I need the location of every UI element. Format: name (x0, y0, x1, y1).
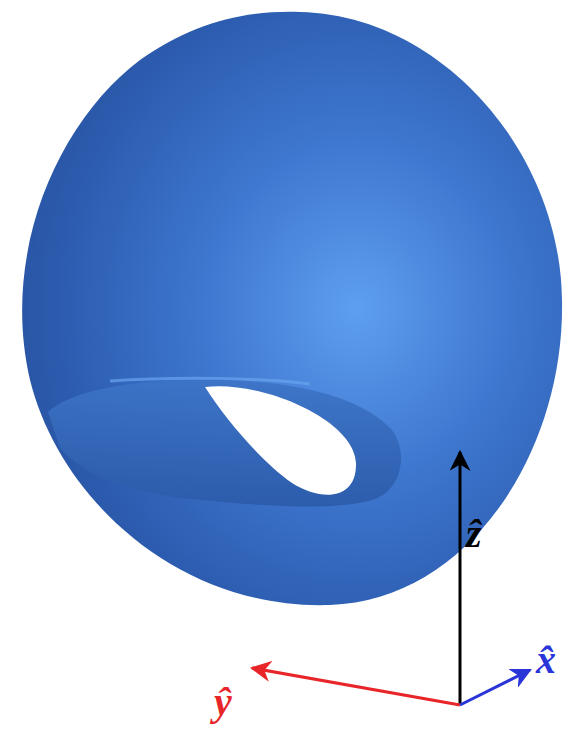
surface-body (22, 12, 562, 605)
surface-cut-rim (110, 378, 310, 384)
z-axis-arrow (459, 452, 462, 705)
surface-hole (205, 386, 356, 495)
x-axis-arrow (460, 670, 530, 705)
surface-cut-shelf (48, 380, 401, 507)
x-axis-label: x̂ (536, 638, 556, 682)
y-axis-label: ŷ (214, 680, 232, 724)
y-axis-arrow (252, 668, 460, 705)
z-axis-label: ẑ (466, 512, 482, 556)
